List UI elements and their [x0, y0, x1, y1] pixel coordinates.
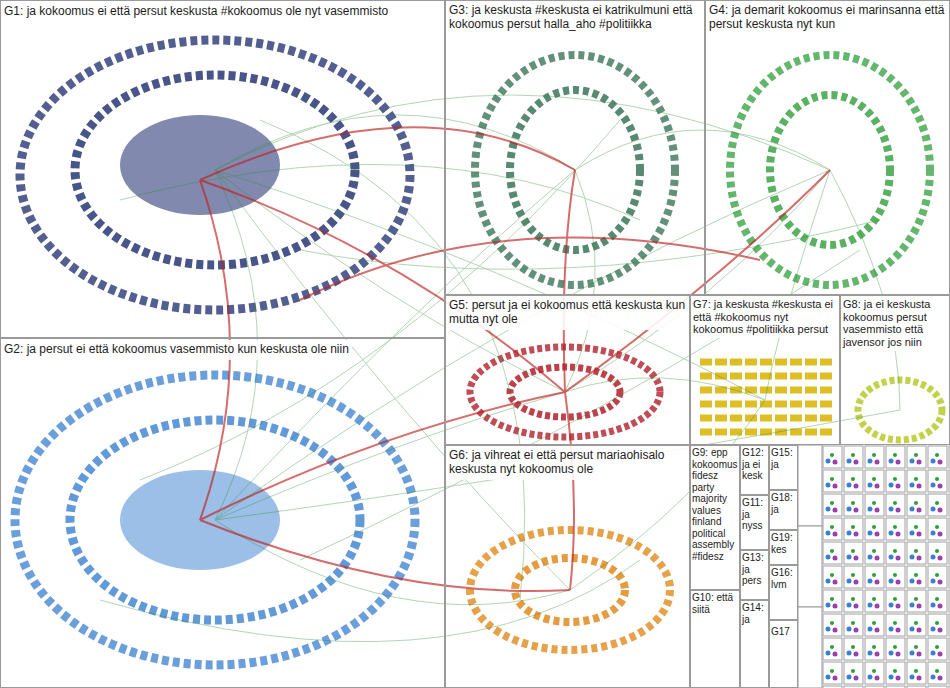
small-group-box — [798, 445, 822, 526]
small-group-box — [798, 526, 822, 607]
group-panel: G5: persut ja ei kokoomus että keskusta … — [445, 295, 690, 445]
small-group-box — [798, 607, 822, 688]
group-panel: G18: ja — [769, 490, 798, 530]
group-label: G13: ja pers — [741, 551, 768, 588]
group-label: G8: ja ei keskusta kokoomus persut vasem… — [841, 296, 949, 351]
group-panel: G19: kes — [769, 530, 798, 565]
group-label: G15: ja — [770, 446, 797, 471]
group-label: G17 — [770, 625, 791, 639]
group-panel: G13: ja pers — [740, 550, 769, 600]
group-label: G3: ja keskusta #keskusta ei katrikulmun… — [446, 1, 704, 35]
group-panel: G4: ja demarit kokoomus ei marinsanna et… — [705, 0, 950, 295]
group-label: G11: ja nyss — [741, 496, 768, 533]
group-panel: G14: ja — [740, 600, 769, 688]
group-panel: G10: että siitä — [690, 590, 740, 688]
group-panel: G1: ja kokoomus ei että persut keskusta … — [0, 0, 445, 338]
group-label: G7: ja keskusta #keskusta ei että #kokoo… — [691, 296, 839, 338]
group-label: G6: ja vihreat ei että persut mariaohisa… — [446, 446, 689, 480]
group-label: G2: ja persut ei että kokoomus vasemmist… — [1, 340, 352, 360]
group-panel: G12: ja ei kesk — [740, 445, 769, 495]
group-label: G16: lvm — [770, 566, 797, 591]
group-panel: G15: ja — [769, 445, 798, 490]
group-panel: G11: ja nyss — [740, 495, 769, 550]
green-tie-lines — [100, 95, 900, 642]
group-label: G12: ja ei kesk — [741, 446, 768, 483]
group-panel: G16: lvm — [769, 565, 798, 620]
group-panel: G2: ja persut ei että kokoomus vasemmist… — [0, 338, 445, 688]
group-panel: G3: ja keskusta #keskusta ei katrikulmun… — [445, 0, 705, 295]
group-label: G1: ja kokoomus ei että persut keskusta … — [1, 2, 391, 22]
group-panel: G6: ja vihreat ei että persut mariaohisa… — [445, 445, 690, 688]
group-label: G14: ja — [741, 601, 768, 626]
group-label: G5: persut ja ei kokoomus että keskusta … — [446, 296, 689, 330]
group-panel: G8: ja ei keskusta kokoomus persut vasem… — [840, 295, 950, 445]
group-panel: G9: epp kokoomus fidesz party majority v… — [690, 445, 740, 590]
group-label: G19: kes — [770, 531, 797, 556]
group-label: G10: että siitä — [691, 591, 739, 616]
group-panel: G7: ja keskusta #keskusta ei että #kokoo… — [690, 295, 840, 445]
group-panel: G17 — [769, 620, 798, 688]
tiny-group-grid — [822, 445, 950, 688]
group-label: G9: epp kokoomus fidesz party majority v… — [691, 446, 739, 563]
group-label: G4: ja demarit kokoomus ei marinsanna et… — [706, 1, 949, 35]
group-label: G18: ja — [770, 491, 797, 516]
